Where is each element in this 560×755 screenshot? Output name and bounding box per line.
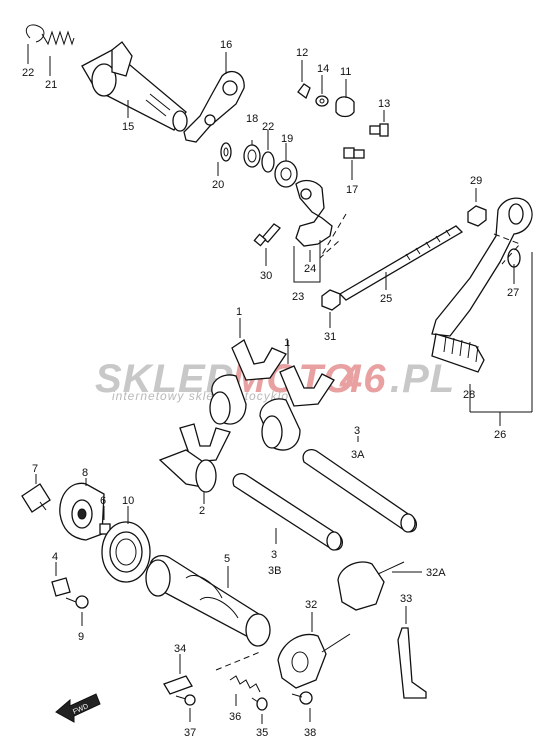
label-18: 18 [246, 113, 258, 125]
label-34: 34 [174, 643, 186, 655]
label-6: 6 [100, 495, 106, 507]
part-15-shift-shaft [81, 41, 188, 132]
part-number-labels: 22 21 15 16 20 18 22 19 12 14 11 13 17 3… [22, 39, 519, 739]
part-38-screw [291, 691, 313, 705]
label-3A: 3A [351, 449, 365, 461]
label-21: 21 [45, 79, 57, 91]
label-38: 38 [304, 727, 316, 739]
part-10-bearing [101, 521, 151, 583]
part-25-shift-rod [338, 225, 464, 301]
part-8-drum-stopper [59, 482, 105, 541]
part-1-shift-fork-upper [209, 339, 287, 425]
part-22-circlip [25, 24, 45, 43]
label-9: 9 [78, 631, 84, 643]
label-1-upper: 1 [236, 306, 242, 318]
part-37-screw [175, 694, 196, 706]
label-22-clip: 22 [262, 121, 274, 133]
label-5: 5 [224, 553, 230, 565]
label-1-middle: 1 [284, 337, 290, 349]
label-36: 36 [229, 711, 241, 723]
label-29: 29 [470, 175, 482, 187]
watermark-text-sklep: SKLEP [95, 357, 233, 401]
part-36-spring [229, 675, 261, 693]
label-30: 30 [260, 270, 272, 282]
part-12-pin [297, 83, 311, 100]
label-14: 14 [317, 63, 329, 75]
label-23: 23 [292, 291, 304, 303]
label-17: 17 [346, 184, 358, 196]
part-2-shift-fork-lower [158, 423, 231, 493]
part-29-nut [467, 205, 487, 227]
part-9-screw [65, 595, 89, 609]
part-32A-bracket [337, 561, 405, 611]
part-16-shift-arm [183, 71, 245, 143]
fwd-arrow-icon: FWD [55, 693, 101, 723]
part-11-collar [335, 96, 355, 118]
label-22: 22 [22, 67, 34, 79]
label-25: 25 [380, 293, 392, 305]
label-11: 11 [340, 66, 351, 78]
label-7: 7 [32, 463, 38, 475]
label-3B: 3B [268, 565, 281, 577]
part-33-spring-clip [397, 627, 427, 699]
label-33: 33 [400, 593, 412, 605]
part-28-pedal-rubber [431, 333, 485, 373]
label-12: 12 [296, 47, 308, 59]
part-3-fork-shaft-b [232, 472, 344, 551]
part-13-bolt [369, 123, 389, 137]
label-32: 32 [305, 599, 317, 611]
label-10: 10 [122, 495, 134, 507]
part-20-washer [220, 142, 232, 162]
part-34-plate [163, 675, 193, 695]
label-31: 31 [324, 331, 336, 343]
label-19: 19 [281, 133, 293, 145]
part-22-clip [261, 151, 275, 173]
part-14-washer [315, 95, 329, 107]
part-17-bolt [343, 147, 365, 159]
label-37: 37 [184, 727, 196, 739]
part-24-shift-lever [295, 179, 333, 247]
part-1-shift-fork-middle [259, 365, 335, 451]
part-27-pedal-arm [431, 197, 533, 337]
label-26: 26 [494, 429, 506, 441]
part-31-nut [321, 289, 341, 311]
label-2: 2 [199, 505, 205, 517]
part-3-fork-shaft-a [302, 448, 418, 533]
watermark-text-pl: .PL [390, 357, 455, 401]
part-7-bolt [21, 483, 51, 513]
label-8: 8 [82, 467, 88, 479]
label-3-upper: 3 [354, 425, 360, 437]
part-32-bracket [277, 633, 351, 689]
label-13: 13 [378, 98, 390, 110]
part-5-gearshift-cam-drum [145, 555, 271, 647]
label-3-lower: 3 [271, 549, 277, 561]
part-35-pin [251, 697, 268, 711]
watermark-text-46: 46 [339, 357, 387, 401]
label-4: 4 [52, 551, 58, 563]
part-18-washer [243, 144, 261, 168]
label-24: 24 [304, 263, 316, 275]
label-35: 35 [256, 727, 268, 739]
part-4-plate [51, 577, 71, 597]
label-15: 15 [122, 121, 134, 133]
watermark-subtitle: internetowy sklep motocyklowy [112, 389, 306, 403]
label-28: 28 [463, 389, 475, 401]
label-27: 27 [507, 287, 519, 299]
part-30-bolt [253, 223, 281, 247]
part-19-bushing [274, 160, 298, 188]
part-21-spring [41, 30, 75, 46]
label-16: 16 [220, 39, 232, 51]
label-32A: 32A [426, 567, 446, 579]
label-20: 20 [212, 179, 224, 191]
